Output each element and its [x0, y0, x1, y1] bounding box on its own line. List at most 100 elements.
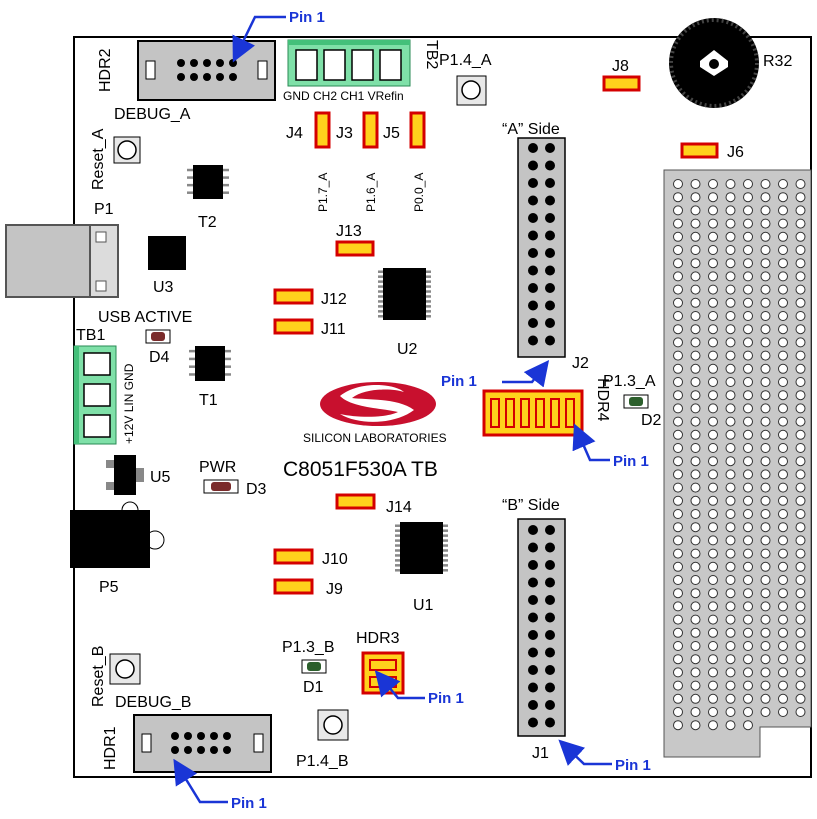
jumper-j8[interactable]: [602, 75, 641, 92]
proto-hole: [708, 720, 718, 731]
p1-4-a-label: P1.4_A: [439, 52, 492, 69]
ic-lead: [106, 460, 114, 468]
proto-hole: [725, 561, 736, 572]
proto-hole: [673, 588, 683, 599]
proto-hole: [673, 192, 683, 203]
ic-lead: [225, 357, 231, 361]
debug-pin: [216, 73, 224, 81]
jumper-j14[interactable]: [335, 493, 376, 510]
proto-hole: [760, 614, 771, 625]
header-j1[interactable]: [517, 518, 566, 737]
potentiometer-r32[interactable]: [669, 18, 759, 108]
header-hdr3[interactable]: [361, 651, 405, 695]
proto-hole: [760, 641, 771, 651]
terminal-block-tb2[interactable]: [287, 39, 411, 87]
j13-label: J13: [336, 223, 362, 240]
proto-hole: [708, 245, 718, 255]
proto-hole: [673, 403, 683, 414]
proto-hole: [690, 482, 701, 493]
proto-hole: [743, 258, 753, 269]
header-pin: [545, 265, 555, 276]
proto-hole: [690, 245, 701, 255]
ic-lead: [426, 300, 431, 303]
debug-pin: [184, 746, 192, 754]
jumper-j3[interactable]: [362, 111, 379, 149]
terminal-block-tb1[interactable]: [73, 345, 117, 445]
debug-pin: [229, 73, 237, 81]
proto-hole: [708, 495, 718, 506]
jumper-j9[interactable]: [273, 578, 314, 595]
proto-hole: [708, 575, 718, 585]
proto-hole: [743, 429, 753, 440]
tb1-pin-labels: +12V LIN GND: [122, 363, 136, 444]
header-pin: [545, 230, 555, 241]
proto-hole: [743, 284, 753, 295]
proto-hole: [690, 377, 701, 387]
proto-hole: [690, 680, 701, 691]
debug-header-hdr2[interactable]: [137, 40, 276, 101]
p1-label: P1: [94, 201, 114, 218]
proto-hole: [690, 443, 701, 453]
proto-hole: [725, 231, 736, 242]
jumper-j13[interactable]: [335, 240, 375, 257]
jumper-j10[interactable]: [273, 548, 314, 565]
power-jack-p5[interactable]: [70, 501, 165, 568]
j2-label: J2: [572, 355, 589, 372]
jumper-j11[interactable]: [273, 318, 314, 335]
proto-hole: [778, 179, 788, 189]
jumper-j12[interactable]: [273, 288, 314, 305]
proto-hole: [795, 654, 806, 665]
d4-label: D4: [149, 349, 170, 366]
proto-hole: [725, 377, 736, 387]
p1-4-b-testpoint[interactable]: [317, 709, 349, 741]
proto-hole: [725, 667, 736, 678]
proto-hole: [743, 311, 753, 321]
proto-hole: [760, 350, 771, 361]
debug-header-hdr1[interactable]: [133, 714, 272, 773]
proto-hole: [673, 297, 683, 308]
u2-label: U2: [397, 341, 418, 358]
proto-hole: [708, 588, 718, 599]
reset-a-label: Reset_A: [90, 128, 107, 190]
p1-3-a-label: P1.3_A: [603, 373, 656, 390]
proto-hole: [673, 284, 683, 295]
debug-pin: [216, 59, 224, 67]
p1-4-a-testpoint[interactable]: [456, 75, 487, 106]
ic-lead: [443, 524, 448, 527]
proto-hole: [778, 535, 788, 546]
proto-hole: [760, 627, 771, 638]
proto-hole: [795, 403, 806, 414]
header-j2[interactable]: [517, 137, 566, 358]
usb-connector-p1[interactable]: [5, 224, 119, 298]
led-d1: [301, 659, 327, 674]
proto-hole: [778, 707, 788, 717]
proto-hole: [708, 614, 718, 625]
proto-hole: [743, 297, 753, 308]
proto-hole: [743, 680, 753, 691]
proto-hole: [743, 627, 753, 638]
reset-b-button[interactable]: [109, 653, 141, 685]
proto-hole: [708, 561, 718, 572]
proto-hole: [760, 179, 771, 189]
header-hdr4[interactable]: [482, 389, 584, 437]
proto-hole: [778, 667, 788, 678]
proto-hole: [725, 218, 736, 229]
proto-hole: [690, 535, 701, 546]
proto-hole: [690, 192, 701, 203]
jumper-j6[interactable]: [680, 142, 719, 159]
proto-hole: [673, 693, 683, 704]
proto-hole: [690, 258, 701, 269]
proto-hole: [795, 614, 806, 625]
proto-hole: [725, 495, 736, 506]
proto-hole: [778, 522, 788, 533]
proto-hole: [760, 258, 771, 269]
proto-hole: [778, 456, 788, 467]
jumper-j4[interactable]: [314, 111, 331, 149]
proto-hole: [725, 245, 736, 255]
proto-hole: [690, 707, 701, 717]
jumper-j5[interactable]: [409, 111, 426, 149]
reset-a-button[interactable]: [113, 136, 141, 164]
ic-lead: [187, 176, 193, 179]
proto-hole: [760, 245, 771, 255]
ic-lead: [395, 559, 400, 562]
